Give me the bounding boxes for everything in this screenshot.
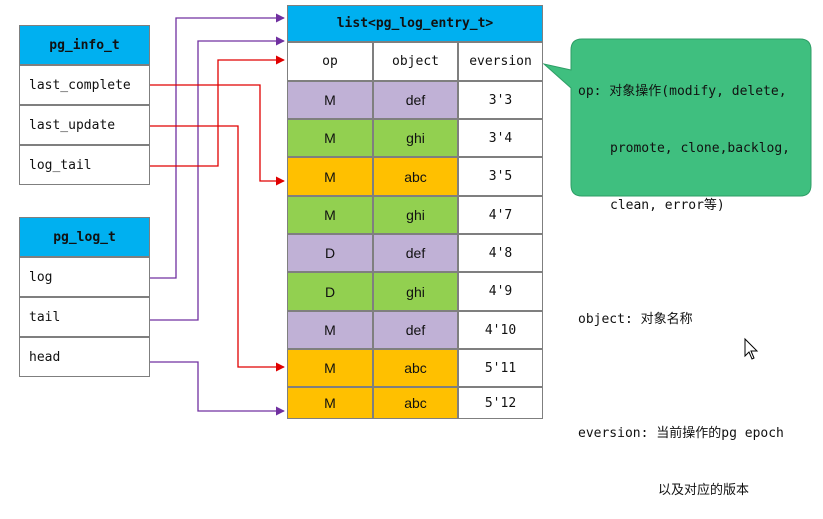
- log-entry-7-eversion: 5'11: [458, 349, 543, 387]
- pg-log-title: pg_log_t: [19, 217, 150, 257]
- pg-info-title: pg_info_t: [19, 25, 150, 65]
- log-entry-1-object: ghi: [373, 119, 458, 157]
- note-op-line-1: op: 对象操作(modify, delete,: [578, 84, 787, 99]
- log-entry-6-op: M: [287, 311, 373, 349]
- log-entry-3-op: M: [287, 196, 373, 234]
- log-entry-5-eversion: 4'9: [458, 272, 543, 311]
- pg-log-field-log: log: [19, 257, 150, 297]
- note-text: op: 对象操作(modify, delete, promote, clone,…: [578, 44, 814, 519]
- arrow-head-to-row-8: [150, 361, 285, 416]
- pg-info-field-log-tail: log_tail: [19, 145, 150, 185]
- log-entry-1-op: M: [287, 119, 373, 157]
- note-op-line-2: promote, clone,backlog,: [610, 141, 791, 156]
- column-header-op: op: [287, 42, 373, 81]
- log-entry-0-op: M: [287, 81, 373, 119]
- column-header-eversion: eversion: [458, 42, 543, 81]
- arrow-tail-to-list: [150, 36, 285, 321]
- log-entry-3-eversion: 4'7: [458, 196, 543, 234]
- pg-log-field-tail: tail: [19, 297, 150, 337]
- log-entry-7-op: M: [287, 349, 373, 387]
- arrow-log-tail-to-list: [150, 55, 285, 167]
- arrow-last-update-to-row-7: [150, 125, 285, 372]
- log-entry-5-object: ghi: [373, 272, 458, 311]
- mouse-pointer-icon: [744, 337, 759, 360]
- log-entry-6-object: def: [373, 311, 458, 349]
- arrow-log-to-list: [150, 13, 285, 279]
- note-bubble: [542, 38, 812, 197]
- log-entry-8-eversion: 5'12: [458, 387, 543, 419]
- log-entry-0-eversion: 3'3: [458, 81, 543, 119]
- log-entry-1-eversion: 3'4: [458, 119, 543, 157]
- log-entry-2-object: abc: [373, 157, 458, 196]
- log-entry-0-object: def: [373, 81, 458, 119]
- log-entry-4-op: D: [287, 234, 373, 272]
- arrow-last-complete-to-row-2: [150, 84, 285, 186]
- column-header-object: object: [373, 42, 458, 81]
- log-entry-2-eversion: 3'5: [458, 157, 543, 196]
- pg-info-field-last-update: last_update: [19, 105, 150, 145]
- note-eversion-line-2: 以及对应的版本: [658, 483, 750, 498]
- note-eversion-line-1: eversion: 当前操作的pg epoch: [578, 426, 784, 441]
- list-title: list<pg_log_entry_t>: [287, 5, 543, 42]
- log-entry-4-eversion: 4'8: [458, 234, 543, 272]
- log-entry-7-object: abc: [373, 349, 458, 387]
- note-object-line: object: 对象名称: [578, 312, 693, 327]
- log-entry-5-op: D: [287, 272, 373, 311]
- log-entry-4-object: def: [373, 234, 458, 272]
- pg-info-field-last-complete: last_complete: [19, 65, 150, 105]
- log-entry-3-object: ghi: [373, 196, 458, 234]
- log-entry-6-eversion: 4'10: [458, 311, 543, 349]
- log-entry-8-op: M: [287, 387, 373, 419]
- log-entry-2-op: M: [287, 157, 373, 196]
- note-op-line-3: clean, error等): [610, 198, 725, 213]
- log-entry-8-object: abc: [373, 387, 458, 419]
- pg-log-field-head: head: [19, 337, 150, 377]
- diagram-connectors: [150, 13, 812, 416]
